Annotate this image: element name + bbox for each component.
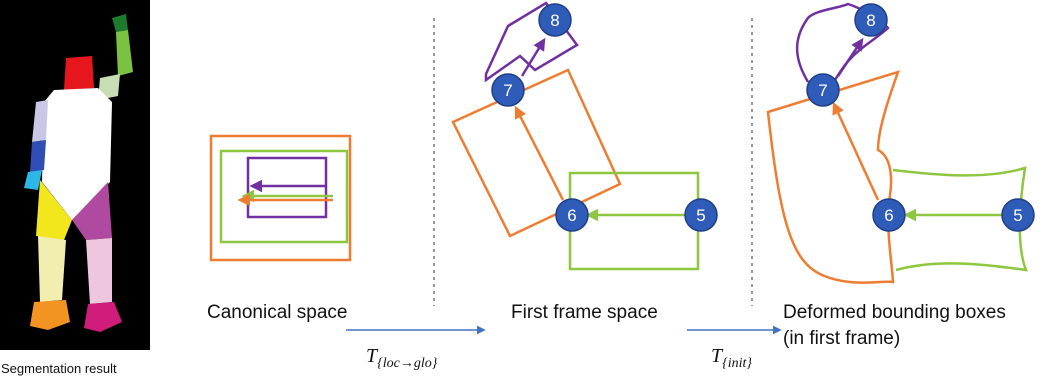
node-5-label: 5 <box>1013 206 1022 225</box>
node-6-label: 6 <box>884 206 893 225</box>
node-7-label: 7 <box>818 81 827 100</box>
node-8-label: 8 <box>550 11 559 30</box>
orange-box <box>209 134 352 262</box>
deformed-caption-line2: (in first frame) <box>783 328 900 349</box>
purple-box <box>246 156 328 219</box>
node-6-label: 6 <box>567 206 576 225</box>
segmentation-image <box>0 0 150 350</box>
first-frame-panel: 5 6 7 8 <box>451 1 718 271</box>
node-7-label: 7 <box>503 81 512 100</box>
transform-2-label: T{init} <box>711 345 752 371</box>
transform-1-label: T{loc→glo} <box>366 345 438 371</box>
green-box <box>568 171 700 271</box>
node-7 <box>491 73 525 107</box>
node-7 <box>806 73 840 107</box>
orange-arrow <box>832 101 880 201</box>
canonical-panel <box>209 134 352 262</box>
deformed-caption-line1: Deformed bounding boxes <box>783 302 1006 323</box>
segmentation-caption: Segmentation result <box>1 361 117 376</box>
purple-arrow <box>836 37 864 77</box>
first-frame-caption: First frame space <box>511 302 658 323</box>
node-8-label: 8 <box>866 11 875 30</box>
node-6 <box>555 198 589 232</box>
deformed-panel: 5 6 7 8 <box>766 2 1035 284</box>
node-5 <box>1001 198 1035 232</box>
orange-arrow <box>514 105 565 201</box>
orange-box-rotated <box>451 68 622 238</box>
orange-deformed-box <box>766 70 900 284</box>
node-8 <box>538 3 572 37</box>
purple-arrow <box>520 37 546 77</box>
node-5 <box>684 198 718 232</box>
node-6 <box>872 198 906 232</box>
canonical-caption: Canonical space <box>207 302 347 323</box>
node-8 <box>854 3 888 37</box>
node-5-label: 5 <box>696 206 705 225</box>
green-box <box>219 149 349 244</box>
